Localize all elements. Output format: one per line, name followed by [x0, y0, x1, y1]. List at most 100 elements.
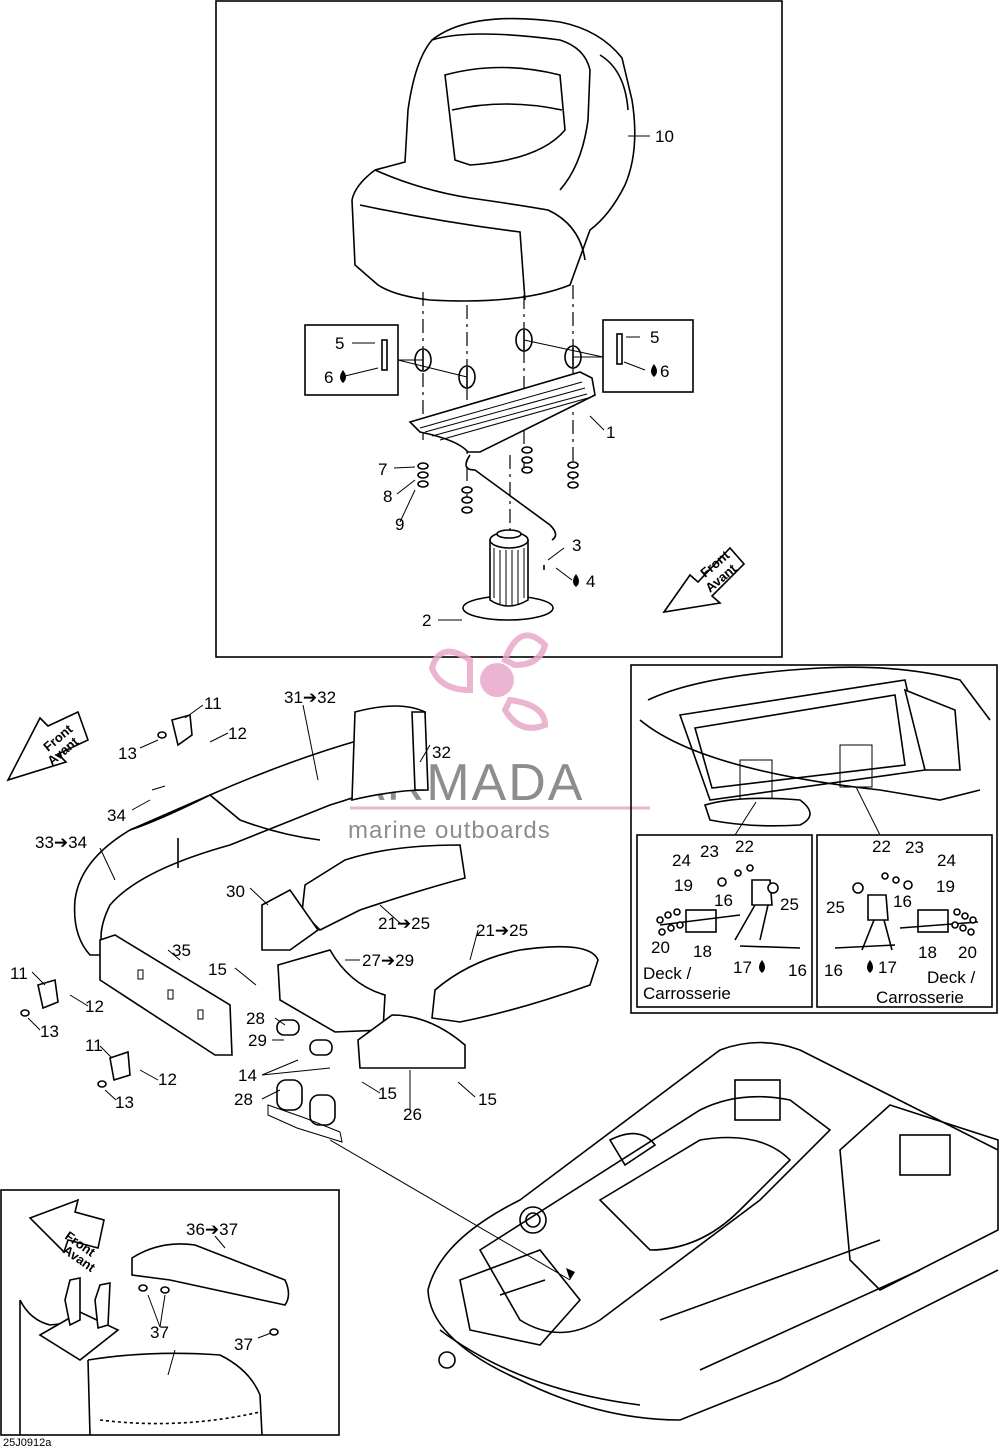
callout-16-b: 16 [788, 961, 807, 980]
cushion-21-25-lower [431, 945, 599, 1023]
callout-19-a: 19 [674, 876, 693, 895]
callout-23-a: 23 [700, 842, 719, 861]
callout-4: 4 [586, 572, 595, 591]
watermark-tagline: marine outboards [348, 817, 551, 844]
callout-36-37: 36➔37 [186, 1220, 238, 1239]
callout-11-b: 11 [10, 964, 28, 983]
helm-seat [351, 17, 636, 302]
callout-9: 9 [395, 515, 404, 534]
hinge-detail-right [816, 834, 993, 1008]
nut-stack [417, 446, 579, 514]
callout-20-b: 20 [958, 943, 977, 962]
cup-holders [267, 1019, 343, 1143]
clip-11-c [97, 1050, 131, 1088]
callout-19-b: 19 [936, 877, 955, 896]
seat-base-view [639, 666, 991, 827]
armrest-36 [131, 1243, 290, 1306]
callout-29: 29 [248, 1031, 267, 1050]
callout-23-b: 23 [905, 838, 924, 857]
oil-drop-icon [651, 364, 657, 377]
callout-5-right: 5 [650, 328, 659, 347]
callout-20-a: 20 [651, 938, 670, 957]
cushion-26 [357, 1014, 466, 1069]
callout-15-c: 15 [478, 1090, 497, 1109]
callout-10: 10 [655, 127, 674, 146]
deck-label-right: Deck / [927, 968, 975, 987]
carrosserie-label-right: Carrosserie [876, 988, 964, 1007]
seat-pedestal [462, 529, 554, 621]
callout-13-a: 13 [118, 744, 137, 763]
oil-drop-icon [759, 960, 765, 973]
callout-32: 32 [432, 743, 451, 762]
oil-drop-icon [867, 960, 873, 973]
callout-3: 3 [572, 536, 581, 555]
callout-22-b: 22 [872, 837, 891, 856]
console-detail-frame [0, 1189, 340, 1436]
callout-22-a: 22 [735, 837, 754, 856]
callout-16-d: 16 [824, 961, 843, 980]
front-arrow-left: Front Avant [6, 710, 89, 782]
callout-34: 34 [107, 806, 126, 825]
boat-hull [427, 1041, 999, 1421]
callout-11-a: 11 [204, 694, 222, 713]
callout-18-b: 18 [918, 943, 937, 962]
cushion-21-25-upper [301, 844, 466, 931]
seat-assembly-frame [215, 0, 783, 658]
callout-16-a: 16 [714, 891, 733, 910]
callout-7: 7 [378, 460, 387, 479]
callout-6-right: 6 [660, 362, 669, 381]
front-arrow-top: Front Avant [662, 546, 746, 614]
callout-33-34: 33➔34 [35, 833, 87, 852]
hinge-detail-left [636, 834, 813, 1008]
callout-15-a: 15 [208, 960, 227, 979]
callout-13-b: 13 [40, 1022, 59, 1041]
callout-15-b: 15 [378, 1084, 397, 1103]
front-cushion [99, 934, 233, 1056]
callout-28-b: 28 [234, 1090, 253, 1109]
callout-31-32: 31➔32 [284, 688, 336, 707]
callout-1: 1 [606, 423, 615, 442]
callout-37-a: 37 [150, 1323, 169, 1342]
callout-12-c: 12 [158, 1070, 177, 1089]
carrosserie-label-left: Carrosserie [643, 984, 731, 1003]
callout-12-a: 12 [228, 724, 247, 743]
diagram-id: 25J0912a [3, 1437, 52, 1449]
callout-35: 35 [172, 941, 191, 960]
callout-2: 2 [422, 611, 431, 630]
hinge-right-parts [834, 872, 979, 951]
callout-24-b: 24 [937, 851, 956, 870]
callout-13-c: 13 [115, 1093, 134, 1112]
callout-11-c: 11 [85, 1036, 103, 1055]
callout-14: 14 [238, 1066, 257, 1085]
callout-25-a: 25 [780, 895, 799, 914]
callout-21-25-lower: 21➔25 [476, 921, 528, 940]
callout-27-29: 27➔29 [362, 951, 414, 970]
oil-drop-icon [340, 370, 346, 383]
callout-18-a: 18 [693, 942, 712, 961]
cushion-30 [261, 888, 320, 951]
callout-24-a: 24 [672, 851, 691, 870]
clip-11-a [157, 713, 193, 747]
callout-5-left: 5 [335, 334, 344, 353]
callout-17-b: 17 [878, 958, 897, 977]
callout-17-a: 17 [733, 958, 752, 977]
callout-28-a: 28 [246, 1009, 265, 1028]
callout-8: 8 [383, 487, 392, 506]
clip-11-b [20, 978, 59, 1017]
callout-12-b: 12 [85, 997, 104, 1016]
callout-37-b: 37 [234, 1335, 253, 1354]
callout-16-c: 16 [893, 892, 912, 911]
deck-label-left: Deck / [643, 964, 691, 983]
callout-26: 26 [403, 1105, 422, 1124]
hinge-detail-frame [630, 664, 998, 1014]
hinge-left-parts [656, 864, 801, 949]
seat-slider-plate [408, 371, 596, 541]
callout-25-b: 25 [826, 898, 845, 917]
callout-21-25-upper: 21➔25 [378, 914, 430, 933]
callout-6-left: 6 [324, 368, 333, 387]
front-arrow-bottom: Front Avant [28, 1198, 105, 1275]
oil-drop-icon [573, 574, 579, 587]
throttle-console [19, 1277, 263, 1436]
callout-30: 30 [226, 882, 245, 901]
